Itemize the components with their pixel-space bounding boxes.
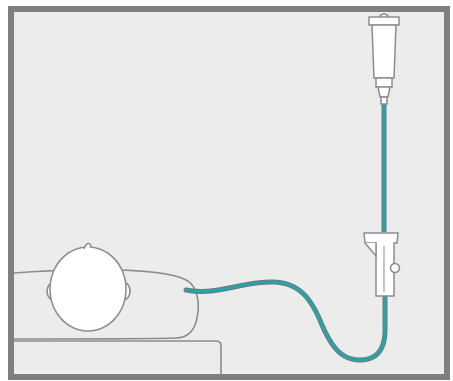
bed: [14, 340, 222, 374]
clamp-roller: [389, 262, 401, 274]
bag-neck: [375, 77, 393, 88]
tube-inner: [184, 280, 387, 362]
bed-mattress: [14, 340, 222, 374]
head-icon: [46, 242, 131, 332]
bag-spike: [380, 96, 388, 105]
roller-clamp-icon: [363, 232, 401, 297]
bag-body: [371, 24, 397, 79]
hair-tuft: [83, 242, 92, 250]
iv-bag-icon: [368, 13, 400, 105]
clamp-lip: [364, 242, 377, 259]
head-shape: [49, 246, 127, 332]
tubing-line: [183, 103, 388, 363]
drip-chamber-icon: [377, 86, 391, 98]
bag-cap: [368, 16, 400, 26]
